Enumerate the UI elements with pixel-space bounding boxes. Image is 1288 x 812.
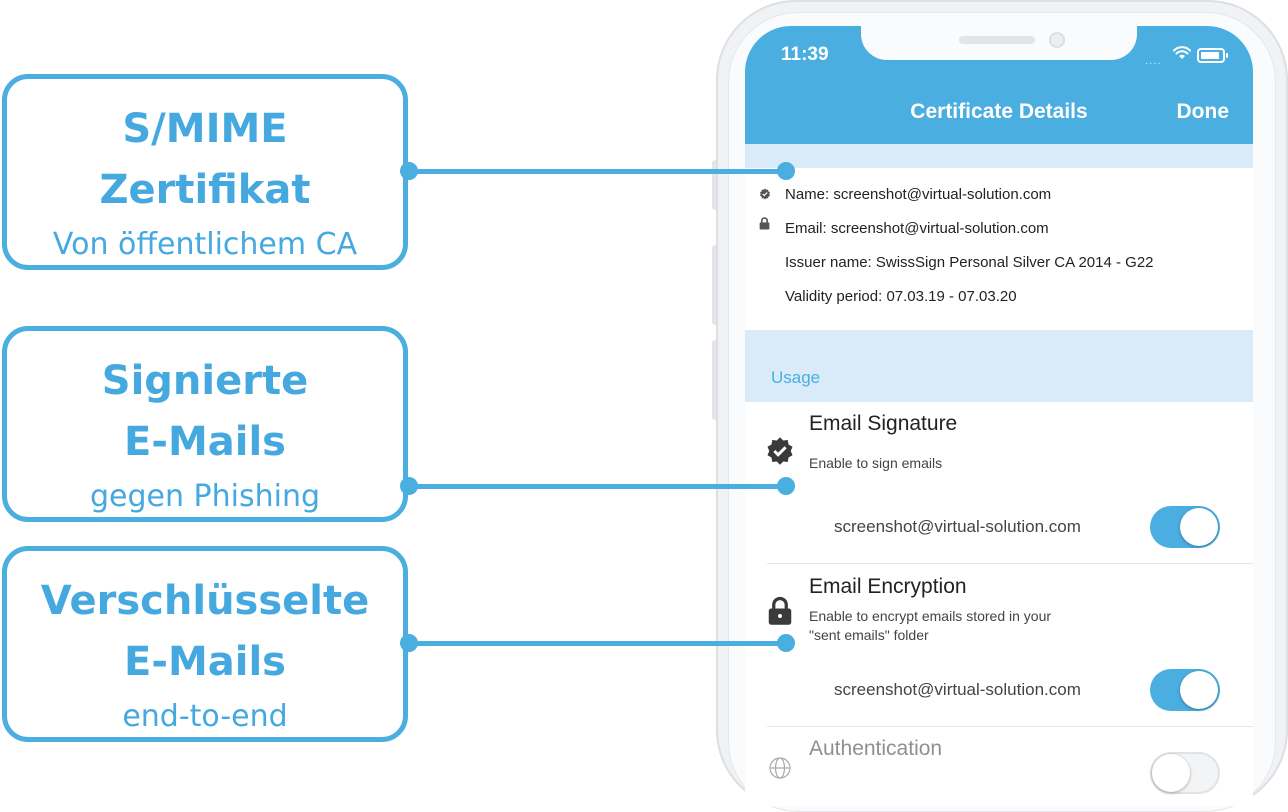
connector-dot [777,162,795,180]
verified-badge-icon [760,188,770,200]
status-time: 11:39 [781,44,829,65]
battery-icon [1197,48,1228,63]
email-encryption-toggle[interactable] [1150,669,1220,711]
email-encryption-title: Email Encryption [809,575,967,598]
callout-title-line2: E-Mails [124,639,286,685]
phone-volume-up [712,245,718,325]
callout-title-line1: Signierte [101,358,309,404]
certificate-issuer: Issuer name: SwissSign Personal Silver C… [785,254,1154,271]
connector-line [408,641,786,646]
toggle-knob [1152,754,1190,792]
phone-screen: 11:39 .... Certificate Details Done Name… [745,26,1253,806]
email-signature-toggle[interactable] [1150,506,1220,548]
email-encryption-subtitle-line2: "sent emails" folder [809,627,929,643]
callout-encrypted-emails: Verschlüsselte E-Mails end-to-end [2,546,408,742]
connector-dot [400,162,418,180]
wifi-icon [1173,46,1191,59]
signal-dots: .... [1145,56,1162,67]
callout-smime-certificate: S/MIME Zertifikat Von öffentlichem CA [2,74,408,270]
phone-side-button [712,160,718,210]
phone-notch [861,26,1137,60]
connector-line [408,169,786,174]
lock-icon [759,217,770,230]
callout-title-line1: S/MIME [122,106,288,152]
authentication-toggle[interactable] [1150,752,1220,794]
callout-title-line2: E-Mails [124,419,286,465]
verified-badge-icon [767,437,793,465]
certificate-validity: Validity period: 07.03.19 - 07.03.20 [785,288,1017,305]
divider [767,563,1253,564]
page-title: Certificate Details [910,100,1088,123]
email-signature-subtitle: Enable to sign emails [809,455,943,471]
connector-line [408,484,786,489]
connector-dot [777,634,795,652]
usage-section-header [745,330,1253,402]
done-button[interactable]: Done [1176,100,1230,123]
callout-subtitle: Von öffentlichem CA [52,227,358,262]
email-signature-title: Email Signature [809,412,958,435]
email-encryption-account: screenshot@virtual-solution.com [834,680,1081,699]
certificate-name: Name: screenshot@virtual-solution.com [785,186,1052,203]
callout-signed-emails: Signierte E-Mails gegen Phishing [2,326,408,522]
lock-icon [768,596,792,625]
email-encryption-subtitle-line1: Enable to encrypt emails stored in your [809,608,1052,624]
authentication-title: Authentication [809,737,943,760]
callout-subtitle: gegen Phishing [89,479,321,514]
nav-bar: 11:39 .... Certificate Details Done [745,26,1253,144]
globe-www-icon [769,757,791,779]
certificate-email: Email: screenshot@virtual-solution.com [785,220,1049,237]
email-signature-account: screenshot@virtual-solution.com [834,517,1081,536]
toggle-knob [1180,671,1218,709]
usage-label: Usage [771,368,821,387]
divider [767,726,1253,727]
toggle-knob [1180,508,1218,546]
callout-title-line2: Zertifikat [99,167,311,213]
speaker-grille [959,36,1035,44]
connector-dot [777,477,795,495]
front-camera [1049,32,1065,48]
callout-title-line1: Verschlüsselte [40,578,370,624]
phone-volume-down [712,340,718,420]
callout-subtitle: end-to-end [122,699,288,734]
connector-dot [400,634,418,652]
connector-dot [400,477,418,495]
section-header-band [745,144,1253,168]
